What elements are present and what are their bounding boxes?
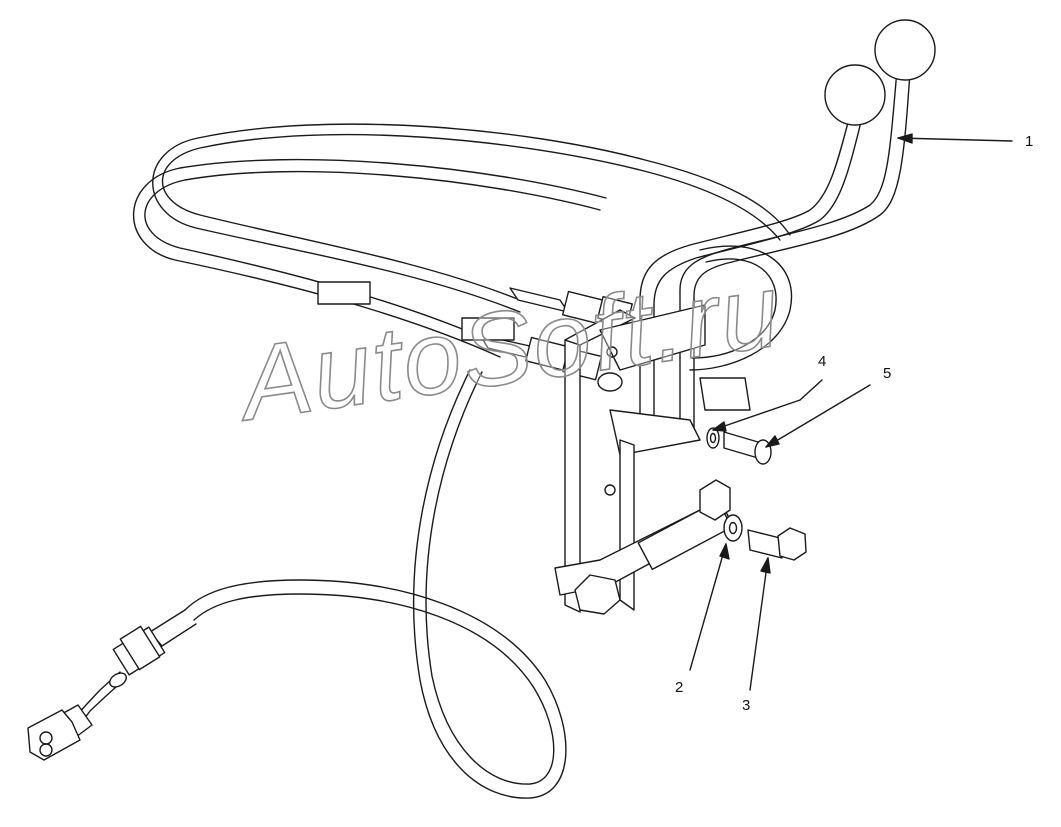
cable-end-fitting (27, 609, 197, 761)
bracket-assembly (554, 304, 751, 615)
callout-3 (747, 527, 807, 691)
callout-label-3: 3 (742, 697, 750, 714)
callout-label-4: 4 (818, 353, 826, 370)
callout-label-2: 2 (675, 679, 683, 696)
cable-connectors (317, 281, 633, 392)
shift-levers (639, 19, 936, 441)
watermark-text: AutoSoft.ru (228, 252, 787, 443)
right-cable-wrap (689, 245, 793, 371)
callout-1 (897, 133, 1013, 144)
lower-cable-loop (184, 369, 567, 799)
callout-2 (689, 514, 743, 671)
callout-label-5: 5 (883, 365, 891, 382)
callout-label-1: 1 (1025, 133, 1033, 150)
callout-5 (723, 384, 871, 465)
callout-4 (706, 379, 823, 449)
